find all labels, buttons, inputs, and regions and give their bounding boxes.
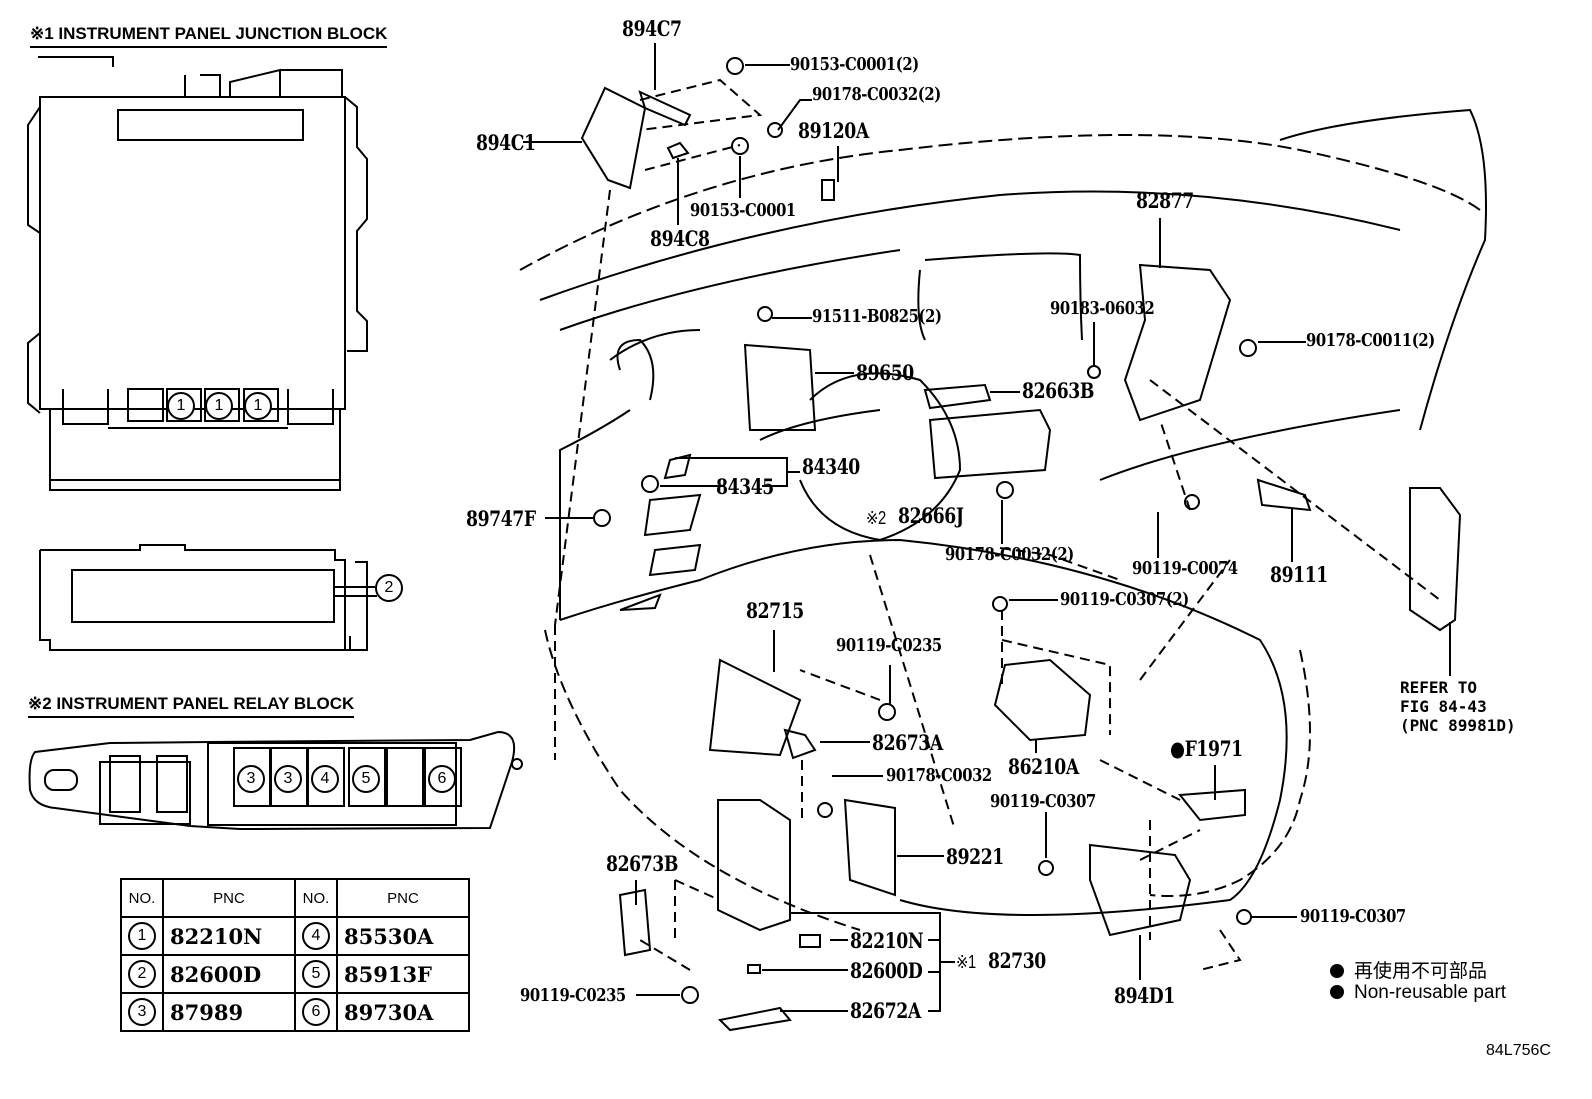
part-label-894C1[interactable]: 894C1 [476, 130, 536, 155]
part-label-89650[interactable]: 89650 [856, 360, 914, 385]
part-label-84340[interactable]: 84340 [802, 454, 860, 479]
legend-text-jp: 再使用不可部品 [1354, 961, 1488, 982]
part-label-82666J[interactable]: 82666J [898, 503, 964, 528]
relay-marker: 3 [274, 765, 302, 793]
table-row: 1 82210N 4 85530A [120, 916, 470, 956]
junction-block-reference-mark: ※1 [956, 952, 976, 972]
junction-connector-marker: 2 [375, 574, 403, 602]
part-label-90119-C0235-top[interactable]: 90119-C0235 [836, 635, 942, 656]
assembly-dashed-lines [554, 78, 1441, 971]
bullet-icon [1330, 985, 1344, 999]
junction-fuse-marker: 1 [205, 392, 233, 420]
part-label-90178-C0011-2[interactable]: 90178-C0011(2) [1306, 330, 1435, 351]
bullet-icon [1330, 964, 1344, 978]
part-label-90183-06032[interactable]: 90183-06032 [1050, 298, 1155, 319]
row-number: 6 [302, 998, 330, 1026]
junction-block-drawing [27, 56, 377, 651]
refer-line: REFER TO [1400, 678, 1478, 697]
junction-block-title: ※1 INSTRUMENT PANEL JUNCTION BLOCK [30, 24, 388, 48]
pnc-value: 82600D [162, 954, 296, 994]
part-label-82672A[interactable]: 82672A [850, 998, 921, 1023]
legend-item-jp: 再使用不可部品 [1330, 956, 1487, 983]
table-header-row: NO. PNC NO. PNC [120, 878, 470, 918]
row-number: 5 [302, 960, 330, 988]
pnc-value: 89730A [336, 992, 470, 1032]
part-label-91511-B0825-2[interactable]: 91511-B0825(2) [812, 306, 942, 327]
part-label-89120A[interactable]: 89120A [798, 118, 869, 143]
part-label-90119-C0074[interactable]: 90119-C0074 [1132, 558, 1238, 579]
part-label-90178-C0032-2-top[interactable]: 90178-C0032(2) [812, 84, 941, 105]
part-label-86210A[interactable]: 86210A [1008, 754, 1079, 779]
part-label-90153-C0001-2[interactable]: 90153-C0001(2) [790, 54, 919, 75]
part-label-82730[interactable]: 82730 [988, 948, 1046, 973]
row-number: 2 [128, 960, 156, 988]
relay-marker: 5 [352, 765, 380, 793]
pnc-value: 85913F [336, 954, 470, 994]
junction-fuse-marker: 1 [167, 392, 195, 420]
pnc-value: 82210N [162, 916, 296, 956]
part-label-82673A[interactable]: 82673A [872, 730, 943, 755]
relay-block-title: ※2 INSTRUMENT PANEL RELAY BLOCK [28, 694, 355, 718]
component-drawings [580, 57, 1462, 1032]
leader-lines [334, 43, 1451, 1012]
row-number: 3 [128, 998, 156, 1026]
part-label-90119-C0307-2[interactable]: 90119-C0307(2) [1060, 589, 1189, 610]
part-label-894D1[interactable]: 894D1 [1114, 983, 1175, 1008]
row-number: 1 [128, 922, 156, 950]
part-label-90178-C0032-2-mid[interactable]: 90178-C0032(2) [945, 544, 1074, 565]
header-no: NO. [294, 878, 338, 918]
part-label-82877[interactable]: 82877 [1136, 188, 1194, 213]
relay-marker: 6 [428, 765, 456, 793]
pnc-value: 87989 [162, 992, 296, 1032]
part-label-90153-C0001[interactable]: 90153-C0001 [690, 200, 796, 221]
header-pnc: PNC [162, 878, 296, 918]
row-number: 4 [302, 922, 330, 950]
part-label-90119-C0235-bottom[interactable]: 90119-C0235 [520, 985, 626, 1006]
legend-item-en: Non-reusable part [1330, 982, 1506, 1004]
part-label-82715[interactable]: 82715 [746, 598, 804, 623]
table-row: 3 87989 6 89730A [120, 992, 470, 1032]
relay-marker: 4 [311, 765, 339, 793]
part-label-84345[interactable]: 84345 [716, 474, 774, 499]
part-label-82600D[interactable]: 82600D [850, 958, 923, 983]
legend-text-en: Non-reusable part [1354, 982, 1507, 1003]
part-label-90119-C0307-mid[interactable]: 90119-C0307 [990, 791, 1096, 812]
refer-to-figure-note[interactable]: REFER TO FIG 84-43 (PNC 89981D) [1400, 678, 1516, 735]
part-label-89747F[interactable]: 89747F [466, 506, 536, 531]
pnc-reference-table: NO. PNC NO. PNC 1 82210N 4 85530A 2 8260… [120, 878, 470, 1032]
instrument-panel-drawing [519, 108, 1487, 931]
part-label-82210N[interactable]: 82210N [850, 928, 924, 953]
header-no: NO. [120, 878, 164, 918]
part-label-82673B[interactable]: 82673B [606, 851, 679, 876]
part-label-82663B[interactable]: 82663B [1022, 378, 1095, 403]
part-label-894C8[interactable]: 894C8 [650, 226, 710, 251]
part-label-89111[interactable]: 89111 [1270, 562, 1328, 587]
refer-line: FIG 84-43 [1400, 697, 1487, 716]
part-label-90178-C0032[interactable]: 90178-C0032 [886, 765, 992, 786]
junction-fuse-marker: 1 [244, 392, 272, 420]
refer-line: (PNC 89981D) [1400, 716, 1516, 735]
table-row: 2 82600D 5 85913F [120, 954, 470, 994]
part-label-894C7[interactable]: 894C7 [622, 16, 682, 41]
part-label-89221[interactable]: 89221 [946, 844, 1004, 869]
part-label-90119-C0307-bottom[interactable]: 90119-C0307 [1300, 906, 1406, 927]
relay-block-drawing [28, 730, 523, 831]
part-label-F1971-non-reusable[interactable]: ●F1971 [1170, 736, 1243, 761]
header-pnc: PNC [336, 878, 470, 918]
relay-block-reference-mark: ※2 [866, 508, 886, 528]
figure-id: 84L756C [1486, 1042, 1551, 1059]
relay-marker: 3 [237, 765, 265, 793]
pnc-value: 85530A [336, 916, 470, 956]
